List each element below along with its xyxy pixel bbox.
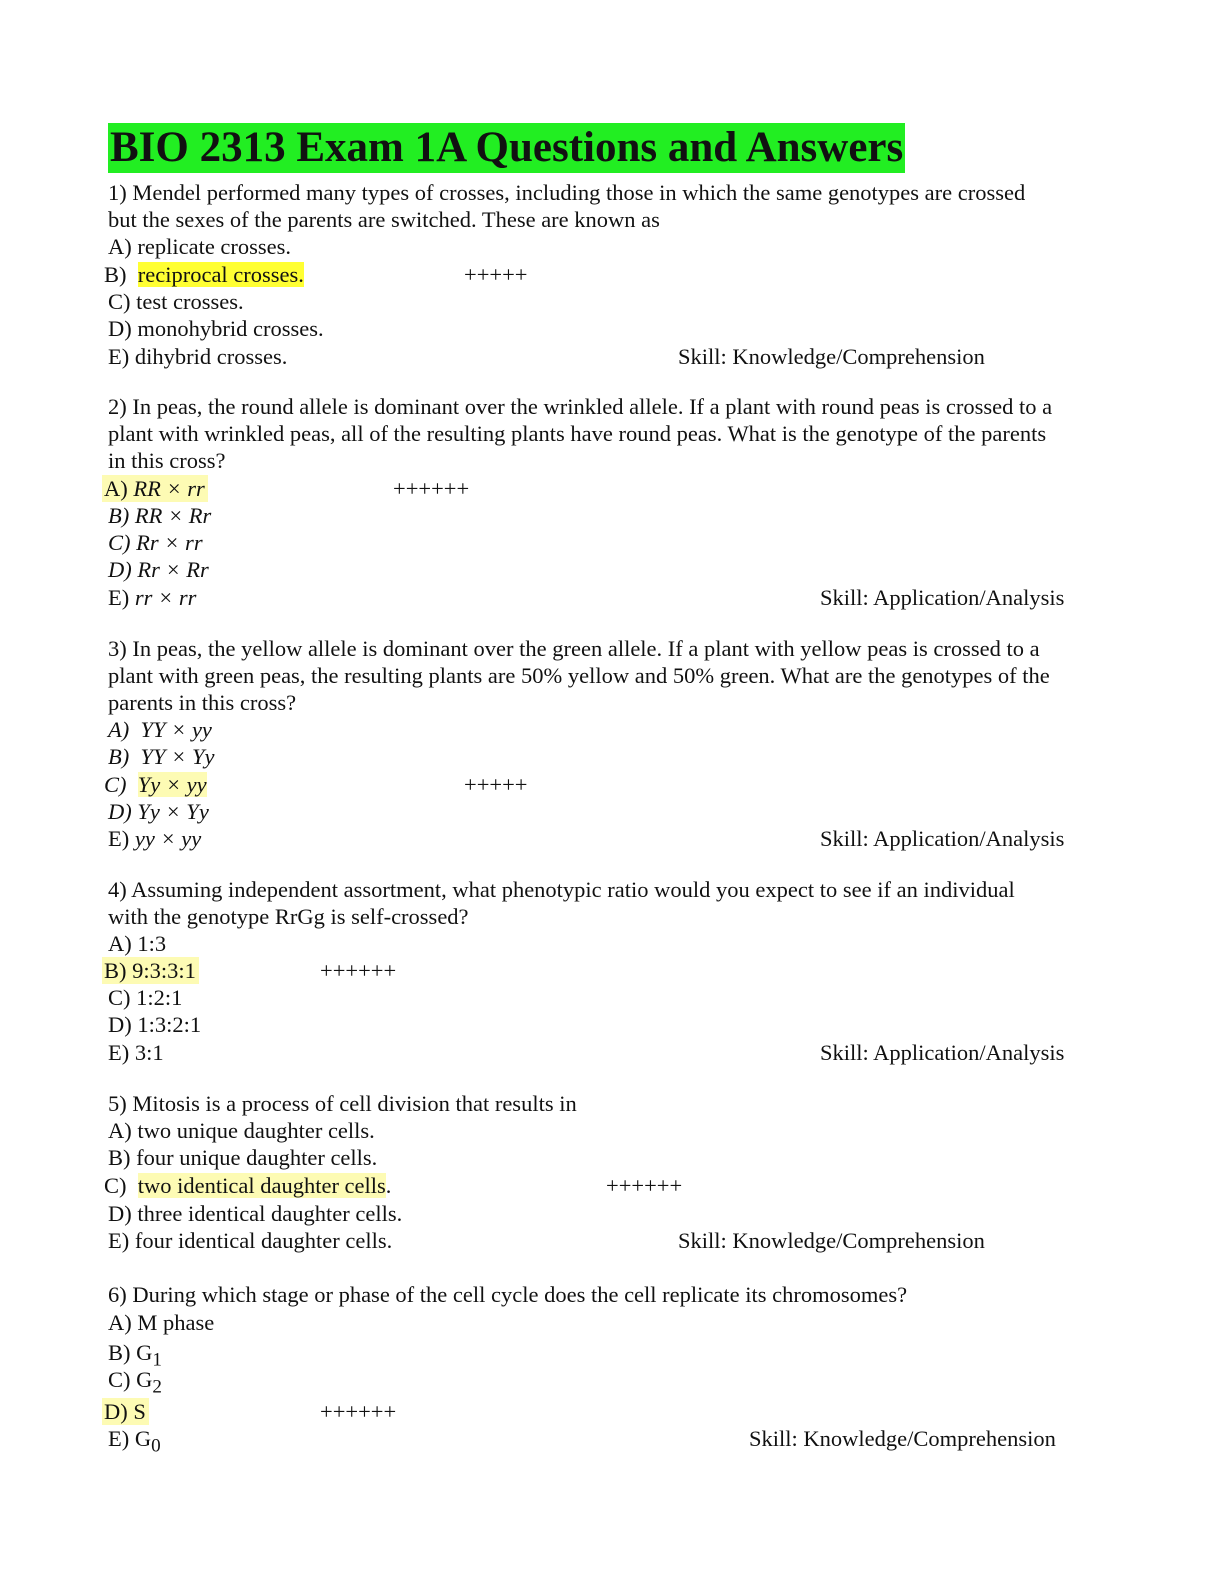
q6-skill: Skill: Knowledge/Comprehension [749,1426,1056,1451]
q2-option-d: D) Rr × Rr [108,557,209,582]
q2-option-a: A) RR × rr [102,475,208,502]
q1-skill: Skill: Knowledge/Comprehension [678,344,985,369]
q6-option-b-prefix: B) G [108,1340,153,1365]
q5-stem-line-1: 5) Mitosis is a process of cell division… [108,1091,577,1116]
q1-correct-answer: reciprocal crosses. [137,262,304,287]
q6-option-e-subscript: 0 [151,1435,161,1457]
q2-skill: Skill: Application/Analysis [820,585,1065,610]
q4-skill: Skill: Application/Analysis [820,1040,1065,1065]
q4-correct-answer: B) 9:3:3:1 [102,957,199,984]
q2-option-e-prefix: E) [108,585,130,610]
q2-correct-answer: RR × rr [133,476,205,501]
q6-option-c-subscript: 2 [152,1376,162,1398]
q6-option-c: C) G2 [108,1366,162,1396]
q6-option-b: B) G1 [108,1339,162,1369]
q4-option-c: C) 1:2:1 [108,985,183,1010]
q6-option-b-subscript: 1 [152,1349,162,1371]
q5-answer-mark: ++++++ [606,1173,683,1198]
q5-option-c-prefix: C) [104,1173,127,1198]
q3-option-a: A) YY × yy [108,717,212,742]
q4-stem-line-2: with the genotype RrGg is self-crossed? [108,904,469,929]
q6-stem-line-1: 6) During which stage or phase of the ce… [108,1282,908,1307]
q3-answer-mark: +++++ [464,772,528,797]
q5-option-a: A) two unique daughter cells. [108,1118,375,1143]
q6-option-e-prefix: E) G [108,1426,152,1451]
q3-stem-line-1: 3) In peas, the yellow allele is dominan… [108,636,1040,661]
q3-option-b: B) YY × Yy [108,744,215,769]
q5-correct-answer: two identical daughter cells [137,1173,386,1198]
q3-option-e-prefix: E) [108,826,130,851]
q2-option-c: C) Rr × rr [108,530,203,555]
q6-option-c-prefix: C) G [108,1367,153,1392]
q3-option-e-text: yy × yy [134,826,202,851]
q1-option-b: B) reciprocal crosses. [104,261,304,288]
q4-option-a: A) 1:3 [108,931,167,956]
q4-stem-line-1: 4) Assuming independent assortment, what… [108,877,1015,902]
q2-option-e-text: rr × rr [134,585,197,610]
q1-option-a: A) replicate crosses. [108,234,292,259]
q5-option-b: B) four unique daughter cells. [108,1145,378,1170]
q5-skill: Skill: Knowledge/Comprehension [678,1228,985,1253]
q5-option-c: C) two identical daughter cells. [104,1172,391,1199]
q1-option-d: D) monohybrid crosses. [108,316,324,341]
q2-stem-line-3: in this cross? [108,448,226,473]
q2-option-a-prefix: A) [104,476,128,501]
q1-option-b-prefix: B) [104,262,127,287]
q3-skill: Skill: Application/Analysis [820,826,1065,851]
q3-option-c: C) Yy × yy [104,771,207,798]
q1-stem-line-1: 1) Mendel performed many types of crosse… [108,180,1026,205]
q2-stem-line-1: 2) In peas, the round allele is dominant… [108,394,1053,419]
q2-option-b: B) RR × Rr [108,503,212,528]
q3-correct-answer: Yy × yy [137,772,207,797]
q3-stem-line-3: parents in this cross? [108,690,297,715]
page-title: BIO 2313 Exam 1A Questions and Answers [108,123,906,173]
q6-option-e: E) G0 [108,1425,161,1455]
q1-answer-mark: +++++ [464,262,528,287]
q3-option-d: D) Yy × Yy [108,799,209,824]
q6-answer-mark: ++++++ [320,1399,397,1424]
q3-stem-line-2: plant with green peas, the resulting pla… [108,663,1050,688]
q2-option-e: E) rr × rr [108,584,196,611]
q5-option-d: D) three identical daughter cells. [108,1201,403,1226]
q5-option-c-suffix: . [385,1173,392,1198]
q1-option-c: C) test crosses. [108,289,244,314]
q4-option-e: E) 3:1 [108,1040,164,1065]
q5-option-e: E) four identical daughter cells. [108,1228,393,1253]
q4-answer-mark: ++++++ [320,958,397,983]
q2-stem-line-2: plant with wrinkled peas, all of the res… [108,421,1047,446]
q1-option-e: E) dihybrid crosses. [108,344,288,369]
q6-correct-answer: D) S [102,1398,149,1425]
q4-option-d: D) 1:3:2:1 [108,1012,202,1037]
q3-option-c-prefix: C) [104,772,127,797]
q1-stem-line-2: but the sexes of the parents are switche… [108,207,660,232]
q3-option-e: E) yy × yy [108,825,201,852]
q2-answer-mark: ++++++ [393,476,470,501]
q6-option-a: A) M phase [108,1310,215,1335]
